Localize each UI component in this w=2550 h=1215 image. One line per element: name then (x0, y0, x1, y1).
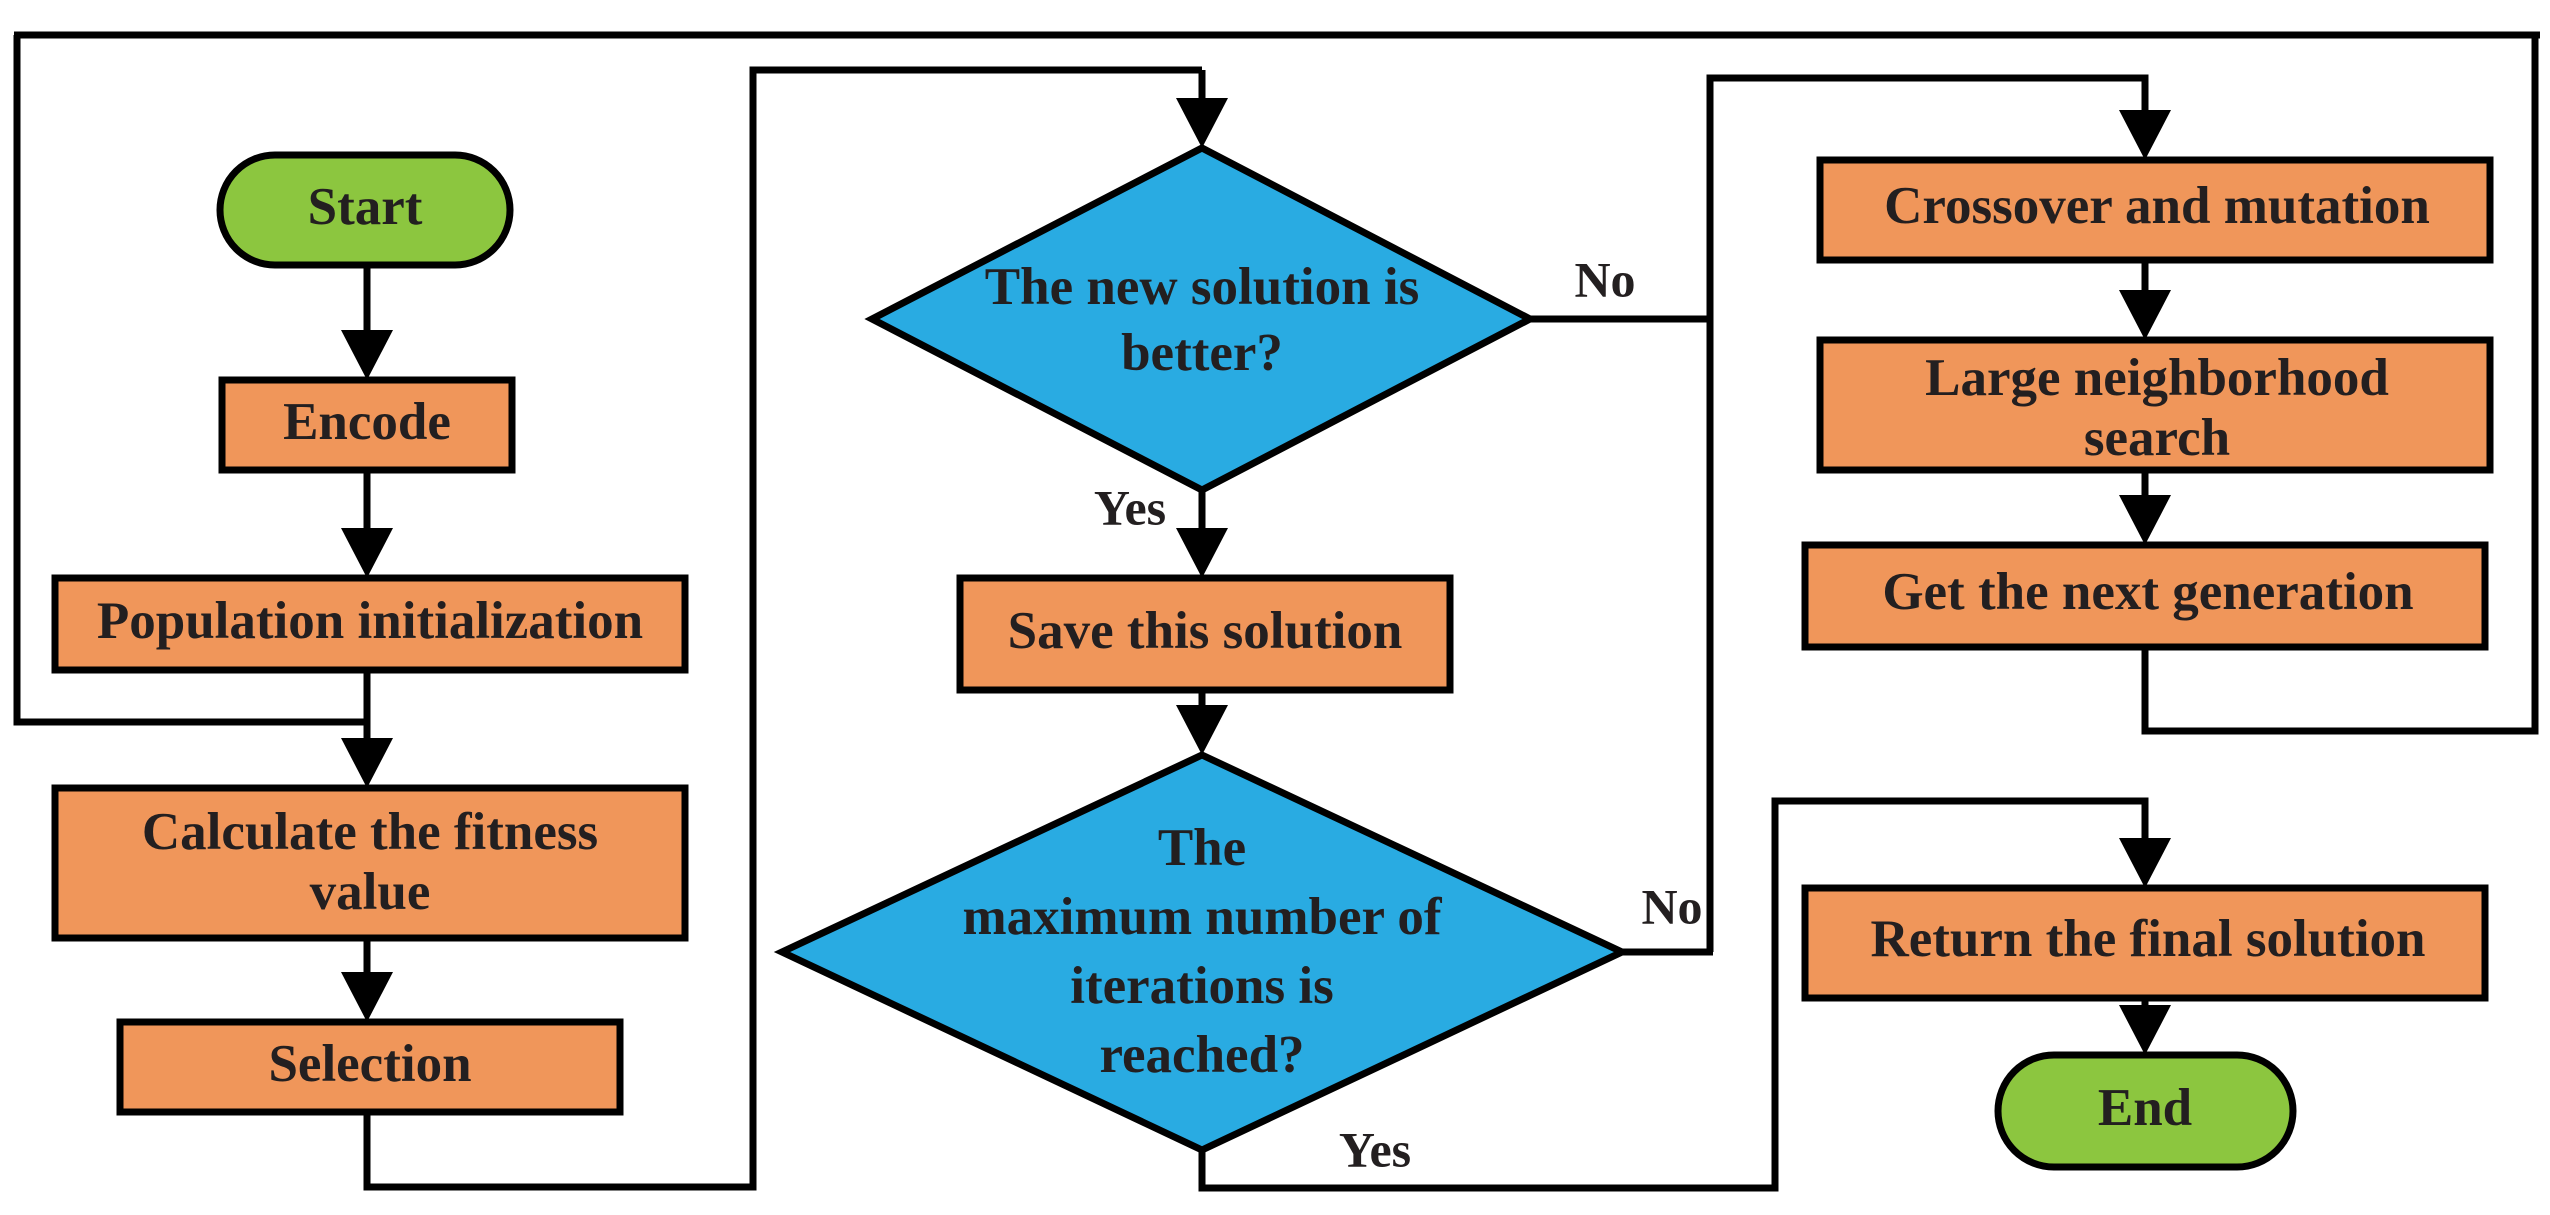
arrowhead-crossover-to-lns (2119, 290, 2171, 340)
edge-label-decision1-yes: Yes (1094, 479, 1166, 535)
connector-decision2-yes (1198, 797, 2149, 1192)
node-get-next-generation-label: Get the next generation (1882, 563, 2413, 621)
node-get-next-generation[interactable] (1801, 541, 2489, 651)
arrowhead-into-crossover (2119, 110, 2171, 160)
node-end[interactable] (1994, 1051, 2297, 1171)
edge-label-decision1-no: No (1574, 251, 1635, 307)
edge-label-decision2-no: No (1641, 878, 1702, 934)
node-start-label: Start (308, 178, 423, 236)
connector-selection-to-decision1 (363, 66, 1202, 1191)
node-decision2-line2: maximum number of (963, 888, 1443, 946)
arrowhead-into-return (2119, 838, 2171, 888)
connector-getnext-loopback (2141, 35, 2539, 735)
arrowhead-fitness-to-selection (341, 972, 393, 1022)
node-encode[interactable] (218, 376, 516, 474)
connector-no-riser-to-crossover (1706, 74, 2149, 952)
arrowhead-decision1-yes (1176, 528, 1228, 578)
node-calculate-fitness[interactable] (51, 784, 689, 942)
arrowhead-population-to-fitness (341, 738, 393, 788)
node-return-final-solution-label: Return the final solution (1870, 910, 2425, 968)
node-encode-label: Encode (283, 393, 451, 451)
arrowhead-lns-to-getnext (2119, 495, 2171, 545)
arrowhead-return-to-end (2119, 1005, 2171, 1055)
node-decision1-line2: better? (1121, 324, 1283, 382)
node-decision2-line3: iterations is (1070, 957, 1334, 1015)
node-calculate-fitness-line1: Calculate the fitness (142, 803, 598, 861)
node-decision2-line1: The (1158, 819, 1246, 877)
node-population-initialization-label: Population initialization (97, 592, 643, 650)
node-calculate-fitness-line2: value (310, 863, 431, 921)
arrowhead-into-decision1 (1176, 98, 1228, 148)
node-decision2-line4: reached? (1099, 1026, 1304, 1084)
node-end-label: End (2098, 1079, 2192, 1137)
arrowhead-encode-to-population (341, 528, 393, 578)
node-save-this-solution[interactable] (956, 574, 1454, 694)
node-decision-new-solution-better[interactable] (864, 144, 1538, 494)
node-large-neighborhood-search-line2: search (2084, 409, 2230, 467)
node-save-this-solution-label: Save this solution (1008, 602, 1403, 660)
node-decision1-line1: The new solution is (985, 258, 1419, 316)
node-selection-label: Selection (268, 1035, 471, 1093)
connector-left-outer-vertical (13, 35, 367, 726)
edge-label-decision2-yes: Yes (1339, 1121, 1411, 1177)
node-crossover-and-mutation[interactable] (1816, 156, 2494, 264)
node-large-neighborhood-search-line1: Large neighborhood (1925, 349, 2389, 407)
node-population-initialization[interactable] (51, 574, 689, 674)
node-crossover-and-mutation-label: Crossover and mutation (1884, 177, 2430, 235)
node-selection[interactable] (116, 1018, 624, 1116)
node-start[interactable] (216, 151, 514, 269)
node-large-neighborhood-search[interactable] (1816, 336, 2494, 474)
arrowhead-start-to-encode (341, 330, 393, 380)
arrowhead-save-to-decision2 (1176, 705, 1228, 755)
node-decision-max-iterations[interactable] (773, 751, 1631, 1154)
node-return-final-solution[interactable] (1801, 884, 2489, 1002)
